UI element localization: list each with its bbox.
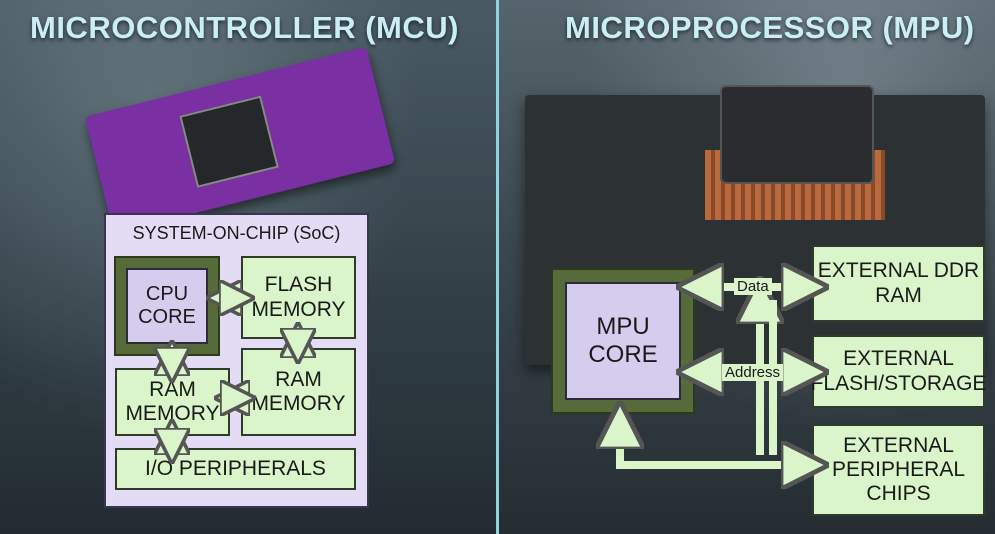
external-flash-storage-box: EXTERNAL FLASH/STORAGE (811, 335, 986, 408)
cpu-chip: CPU CORE (114, 256, 220, 356)
panel-divider (496, 0, 499, 534)
external-peripheral-chips-box: EXTERNAL PERIPHERAL CHIPS (812, 424, 985, 516)
external-ddr-ram-box: EXTERNAL DDR RAM (812, 245, 985, 322)
mcu-title: MICROCONTROLLER (MCU) (30, 10, 459, 45)
mpu-title: MICROPROCESSOR (MPU) (565, 10, 975, 45)
mpu-core-label: MPU CORE (565, 282, 681, 400)
mpu-chip: MPU CORE (551, 268, 695, 414)
soc-label: SYSTEM-ON-CHIP (SoC) (132, 223, 341, 243)
data-bus-label: Data (734, 278, 772, 295)
peripheral-bus-arrow (620, 425, 805, 465)
address-bus-label: Address (722, 364, 784, 381)
fan-icon (720, 85, 874, 184)
